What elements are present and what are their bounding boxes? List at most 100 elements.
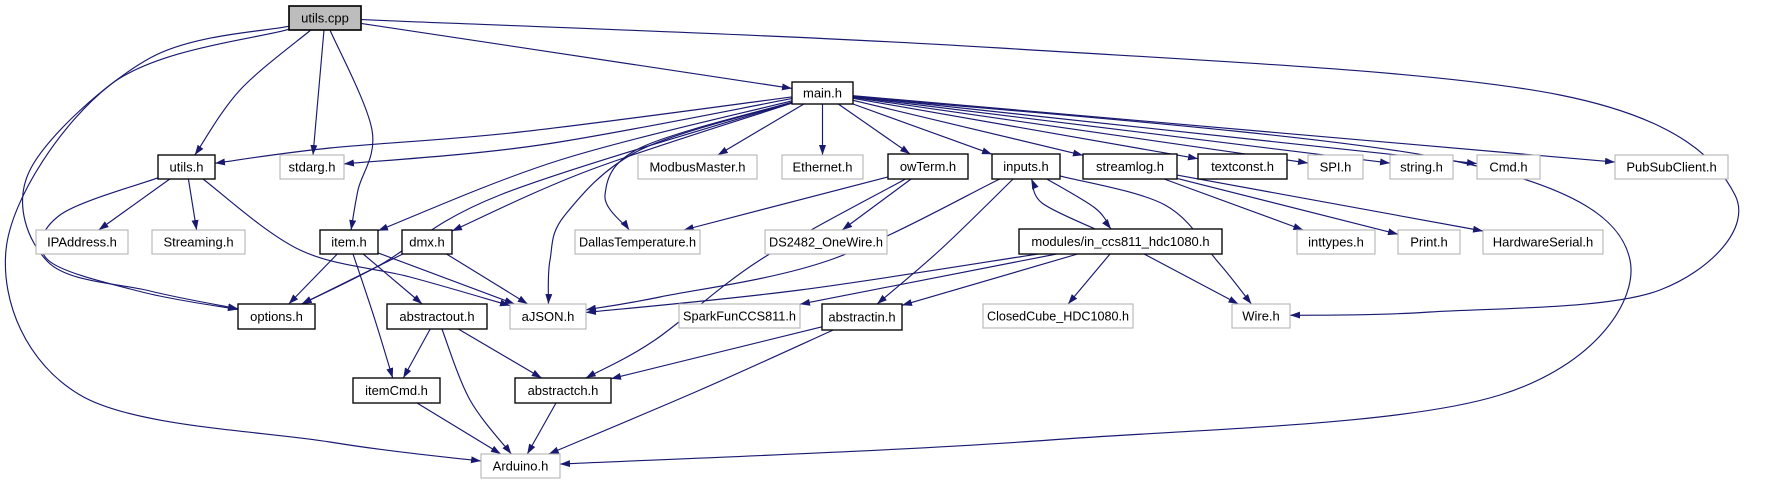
node-ajson-h[interactable]: aJSON.h — [509, 303, 587, 330]
edge-owterm-h-to-dallastemperature-h — [683, 176, 889, 231]
edge-main-h-to-item-h — [377, 100, 793, 232]
edge-inputs-h-to-ajson-h — [585, 178, 1001, 312]
node-main-h[interactable]: main.h — [791, 81, 854, 105]
node-box — [509, 303, 587, 330]
node-label: utils.h — [170, 160, 204, 175]
node-label: Wire.h — [1242, 309, 1280, 324]
edge-inputs-h-to-abstractin-h — [876, 178, 1014, 305]
node-label: abstractout.h — [399, 309, 474, 324]
node-modbusmaster-h[interactable]: ModbusMaster.h — [637, 154, 758, 180]
node-sparkfunccs811-h[interactable]: SparkFunCCS811.h — [678, 303, 801, 329]
node-label: aJSON.h — [522, 309, 575, 324]
node-print-h[interactable]: Print.h — [1397, 229, 1461, 255]
node-box — [791, 81, 854, 105]
edge-utils-cpp-to-utils-h — [194, 29, 312, 156]
node-label: inputs.h — [1003, 159, 1049, 174]
edge-main-h-to-utils-h — [214, 96, 793, 166]
edges-layer — [4, 19, 1740, 468]
edge-item-h-to-ajson-h — [377, 252, 515, 305]
node-box — [1476, 154, 1541, 180]
node-box — [1397, 229, 1461, 255]
edge-abstractout-h-to-itemcmd-h — [402, 328, 431, 379]
node-box — [764, 229, 888, 255]
edge-abstractout-h-to-arduino-h — [441, 328, 512, 455]
node-owterm-h[interactable]: owTerm.h — [887, 153, 969, 180]
node-box — [982, 303, 1134, 329]
edge-utils-h-to-ajson-h — [202, 178, 511, 307]
edge-main-h-to-options-h — [301, 102, 793, 305]
node-label: Print.h — [1410, 235, 1448, 250]
edge-utils-h-to-ipaddress-h — [98, 178, 171, 231]
node-abstractch-h[interactable]: abstractch.h — [514, 377, 612, 404]
node-box — [352, 377, 441, 404]
node-stdarg-h[interactable]: stdarg.h — [279, 154, 345, 180]
node-string-h[interactable]: string.h — [1389, 154, 1454, 180]
node-dallastemperature-h[interactable]: DallasTemperature.h — [574, 229, 701, 255]
node-cmd-h[interactable]: Cmd.h — [1476, 154, 1541, 180]
node-spi-h[interactable]: SPI.h — [1307, 154, 1364, 180]
edge-main-h-to-owterm-h — [837, 103, 911, 155]
edge-item-h-to-abstractout-h — [362, 253, 423, 305]
node-box — [781, 154, 864, 180]
node-label: owTerm.h — [900, 159, 956, 174]
node-label: main.h — [803, 86, 842, 101]
node-box — [1307, 154, 1364, 180]
node-abstractout-h[interactable]: abstractout.h — [386, 303, 488, 330]
edge-streamlog-h-to-inttypes-h — [1163, 178, 1304, 231]
edge-main-h-to-string-h — [852, 96, 1391, 166]
node-dmx-h[interactable]: dmx.h — [401, 229, 453, 255]
node-box — [514, 377, 612, 404]
node-inputs-h[interactable]: inputs.h — [991, 153, 1061, 180]
node-streamlog-h[interactable]: streamlog.h — [1082, 153, 1178, 180]
node-options-h[interactable]: options.h — [237, 303, 316, 330]
edge-modules-in-ccs811-hdc1080-h-to-closedcube-hdc1080-h — [1067, 253, 1111, 305]
node-hardwareserial-h[interactable]: HardwareSerial.h — [1482, 229, 1604, 255]
node-pubsubclient-h[interactable]: PubSubClient.h — [1614, 154, 1729, 180]
node-ipaddress-h[interactable]: IPAddress.h — [35, 229, 129, 255]
edge-abstractin-h-to-arduino-h — [548, 329, 834, 455]
edge-modules-in-ccs811-hdc1080-h-to-ajson-h — [585, 253, 1038, 315]
node-abstractin-h[interactable]: abstractin.h — [821, 303, 903, 331]
edge-main-h-to-pubsubclient-h — [852, 95, 1616, 165]
node-utils-h[interactable]: utils.h — [157, 154, 216, 180]
node-wire-h[interactable]: Wire.h — [1231, 303, 1291, 329]
node-box — [151, 229, 246, 255]
node-label: itemCmd.h — [365, 383, 428, 398]
node-streaming-h[interactable]: Streaming.h — [151, 229, 246, 255]
node-label: ModbusMaster.h — [649, 160, 745, 175]
node-label: SparkFunCCS811.h — [683, 309, 796, 324]
node-utils-cpp[interactable]: utils.cpp — [288, 5, 362, 31]
edge-main-h-to-inputs-h — [852, 103, 993, 155]
node-closedcube-hdc1080-h[interactable]: ClosedCube_HDC1080.h — [982, 303, 1134, 329]
node-label: abstractin.h — [828, 310, 895, 325]
edge-owterm-h-to-ds2482-onewire-h — [841, 178, 912, 231]
edge-abstractin-h-to-abstractch-h — [610, 326, 823, 380]
edge-utils-h-to-streaming-h — [187, 178, 199, 231]
node-itemcmd-h[interactable]: itemCmd.h — [352, 377, 441, 404]
edge-utils-cpp-to-item-h — [329, 29, 374, 231]
node-label: string.h — [1400, 160, 1443, 175]
edge-utils-h-to-options-h — [40, 177, 239, 312]
node-label: stdarg.h — [289, 160, 336, 175]
node-arduino-h[interactable]: Arduino.h — [480, 453, 561, 479]
edge-inputs-h-to-wire-h — [1059, 175, 1252, 305]
edge-main-h-to-spi-h — [852, 96, 1309, 166]
node-box — [319, 229, 379, 255]
edge-main-h-to-modbusmaster-h — [717, 103, 805, 156]
node-label: dmx.h — [409, 235, 444, 250]
node-inttypes-h[interactable]: inttypes.h — [1296, 229, 1376, 255]
node-label: Streaming.h — [163, 235, 233, 250]
node-item-h[interactable]: item.h — [319, 229, 379, 255]
node-box — [157, 154, 216, 180]
node-ethernet-h[interactable]: Ethernet.h — [781, 154, 864, 180]
node-box — [1389, 154, 1454, 180]
node-ds2482-onewire-h[interactable]: DS2482_OneWire.h — [764, 229, 888, 255]
edge-item-h-to-itemcmd-h — [352, 253, 394, 379]
node-label: textconst.h — [1211, 159, 1274, 174]
node-box — [288, 5, 362, 31]
node-textconst-h[interactable]: textconst.h — [1197, 153, 1288, 180]
node-label: options.h — [250, 309, 303, 324]
node-modules-in-ccs811-hdc1080-h[interactable]: modules/in_ccs811_hdc1080.h — [1018, 228, 1223, 255]
node-box — [887, 153, 969, 180]
edge-main-h-to-dmx-h — [451, 102, 793, 232]
